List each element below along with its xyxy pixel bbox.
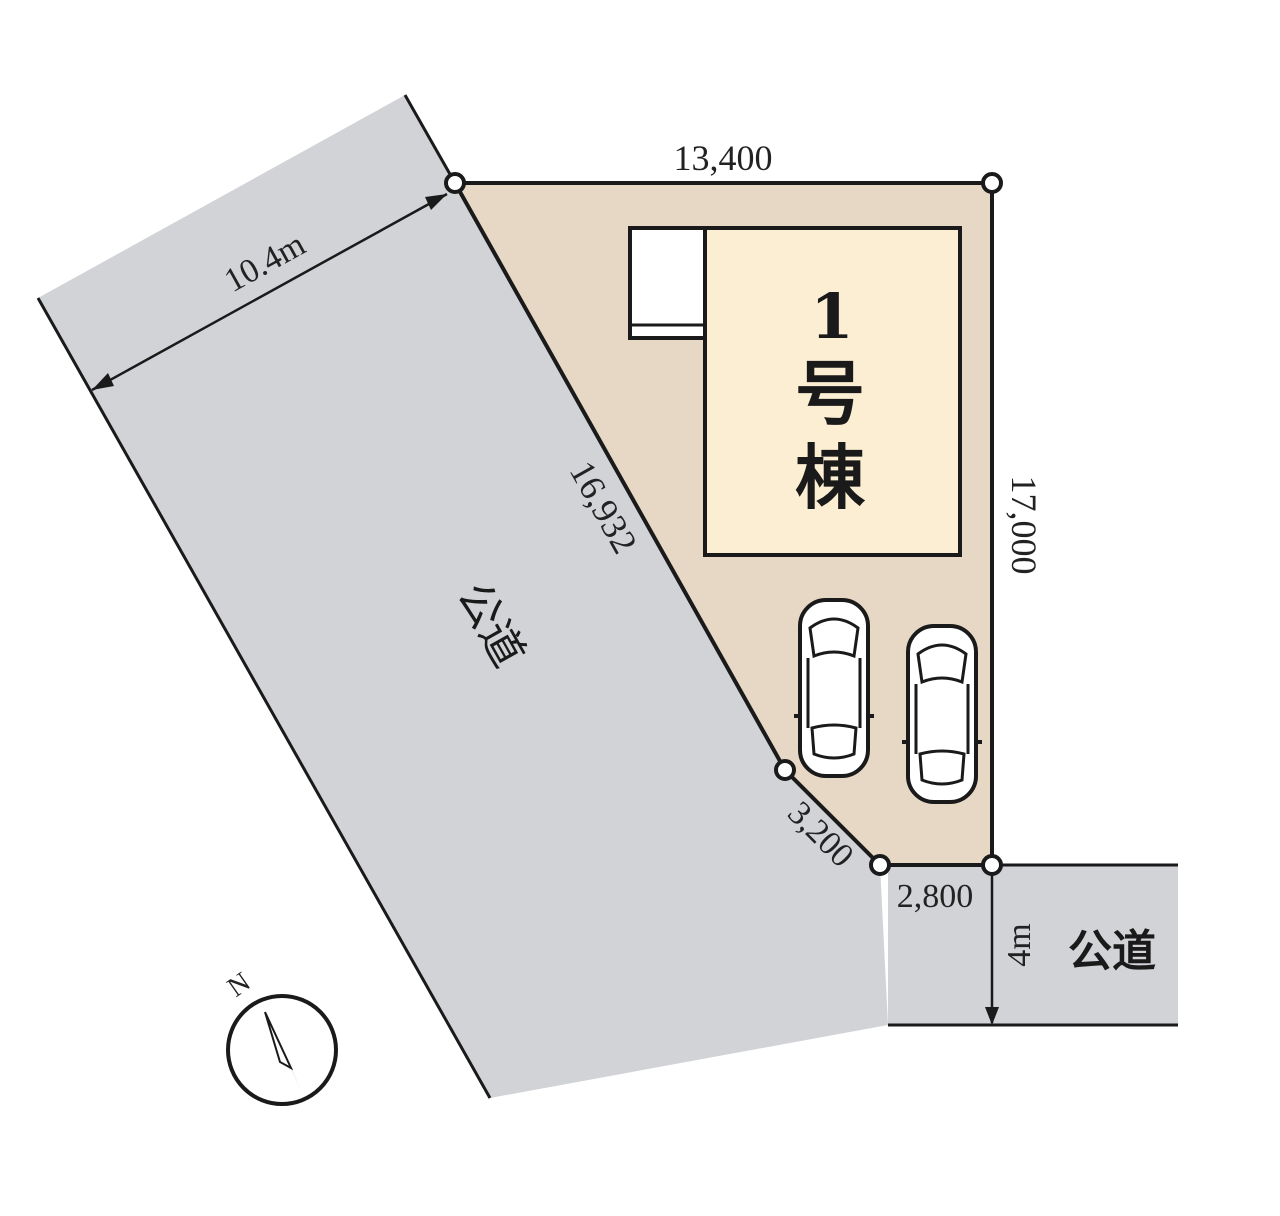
building-1 [703,226,962,557]
building-label-1: 号 [795,352,865,435]
road-south-label: 公道 [1068,926,1156,977]
auxiliary-structure [628,226,707,340]
building-label-2: 棟 [795,436,866,519]
dim-bottom: 2,800 [897,878,974,915]
corner-markers [444,172,1003,876]
dim-top: 13,400 [674,138,773,178]
road-south-width-label: 4m [1001,923,1038,966]
road-south-width-arrow [985,875,999,1025]
compass-icon: N [222,967,338,1106]
car-icon [794,598,874,778]
dim-right: 17,000 [1004,476,1044,575]
road-west [38,95,888,1098]
building-number: 1 [810,280,853,353]
compass-north-label: N [222,967,256,1004]
road-west-width-arrow [91,192,448,392]
car-icon [902,624,982,804]
road-south [888,865,1178,1025]
